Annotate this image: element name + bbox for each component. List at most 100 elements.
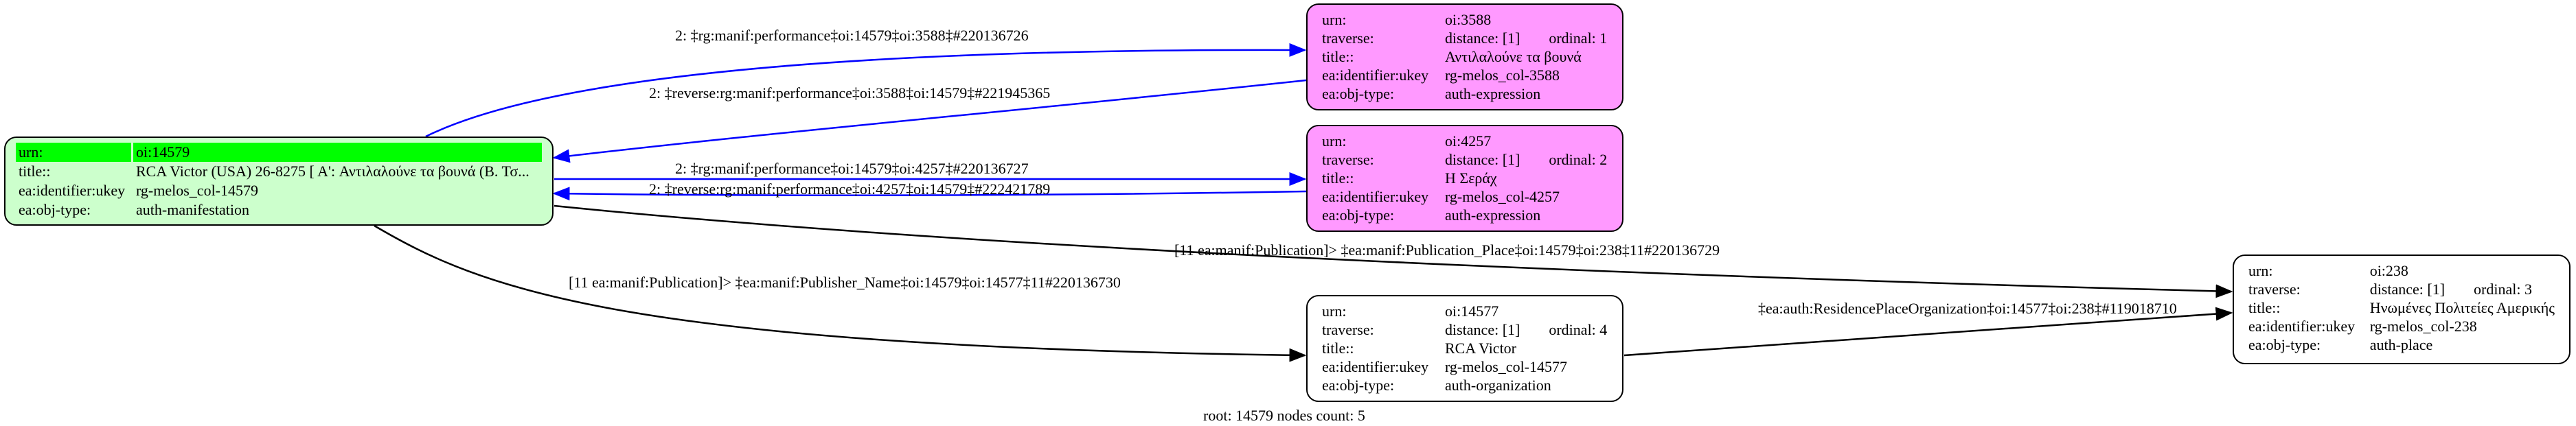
node-row-ukey: ea:identifier:ukey rg-melos_col-14577: [1319, 357, 1610, 376]
key: ea:identifier:ukey: [2248, 317, 2356, 335]
key: title::: [1322, 47, 1354, 65]
edge-label: [11 ea:manif:Publication]> ‡ea:manif:Pub…: [1174, 241, 1720, 259]
node-row-ukey: ea:identifier:ukey rg-melos_col-4257: [1319, 187, 1610, 206]
node-row-traverse: traverse: distance: [1] ordinal: 1: [1319, 29, 1610, 47]
key: traverse:: [2248, 280, 2301, 298]
key: title::: [1322, 339, 1354, 357]
node-row-urn: urn: oi:3588: [1319, 10, 1610, 29]
key: urn:: [2248, 261, 2273, 279]
ordinal: ordinal: 2: [1549, 150, 1608, 168]
value: Ηνωμένες Πολιτείες Αμερικής: [2369, 298, 2555, 316]
node-row-title: title::Η Σεράχ: [1319, 169, 1610, 187]
value: oi:238: [2369, 261, 2408, 279]
node-row-title: title::Αντιλαλούνε τα βουνά: [1319, 47, 1610, 66]
key: ea:obj-type:: [1322, 206, 1395, 224]
value: rg-melos_col-14577: [1445, 357, 1568, 375]
node-14579[interactable]: urn:oi:14579 title::RCA Victor (USA) 26-…: [4, 137, 554, 226]
distance: distance: [1]: [1445, 29, 1520, 47]
key: ea:identifier:ukey: [1322, 357, 1429, 375]
edge-label: 2: ‡reverse:rg:manif:performance‡oi:3588…: [649, 84, 1051, 102]
node-14577[interactable]: urn: oi:14577 traverse: distance: [1] ordina…: [1306, 295, 1623, 402]
distance: distance: [1]: [2369, 280, 2446, 298]
value: distance: [1] ordinal: 1: [1442, 29, 1610, 47]
edge-label: 2: ‡rg:manif:performance‡oi:14579‡oi:358…: [675, 27, 1029, 44]
node-row-type: ea:obj-type: auth-organization: [1319, 376, 1610, 394]
value: rg-melos_col-4257: [1445, 187, 1560, 205]
edge-3588-14579: [552, 79, 1307, 163]
value: RCA Victor (USA) 26-8275 [ A': Αντιλαλού…: [136, 163, 529, 180]
value: auth-expression: [1445, 206, 1541, 224]
node-row-ukey: ea:identifier:ukey rg-melos_col-3588: [1319, 66, 1610, 84]
node-4257[interactable]: urn: oi:4257 traverse: distance: [1] ordinal…: [1306, 125, 1623, 232]
key: urn:: [1322, 132, 1347, 150]
edge-14579-14577: [374, 224, 1307, 362]
ordinal: ordinal: 4: [1549, 320, 1608, 338]
ordinal: ordinal: 1: [1549, 29, 1608, 47]
key: ea:identifier:ukey: [1322, 187, 1429, 205]
value: oi:4257: [1445, 132, 1492, 150]
node-row-type: ea:obj-type: auth-manifestation: [16, 200, 542, 220]
value: auth-expression: [1445, 84, 1541, 102]
value: Αντιλαλούνε τα βουνά: [1445, 47, 1582, 65]
value: Η Σεράχ: [1445, 169, 1497, 187]
value: rg-melos_col-3588: [1445, 66, 1560, 84]
key: ea:obj-type:: [1322, 376, 1395, 394]
key: ea:identifier:ukey: [1322, 66, 1429, 84]
value: distance: [1] ordinal: 4: [1442, 320, 1610, 339]
node-row-title: title::RCA Victor: [1319, 339, 1610, 357]
value: auth-manifestation: [136, 201, 249, 218]
node-row-type: ea:obj-type: auth-expression: [1319, 84, 1610, 103]
node-row-title: title::Ηνωμένες Πολιτείες Αμερικής: [2246, 298, 2557, 317]
edge-4257-14579: [552, 187, 1307, 201]
key: urn:: [1322, 10, 1347, 28]
key: traverse:: [1322, 29, 1374, 47]
node-row-traverse: traverse: distance: [1] ordinal: 4: [1319, 320, 1610, 339]
node-row-urn: urn: oi:238: [2246, 261, 2557, 280]
value: auth-place: [2369, 335, 2433, 353]
node-row-ukey: ea:identifier:ukey rg-melos_col-238: [2246, 317, 2557, 335]
node-row-ukey: ea:identifier:ukey rg-melos_col-14579: [16, 181, 542, 200]
key: traverse:: [1322, 320, 1374, 338]
node-row-urn: urn:oi:14579: [16, 143, 542, 162]
key: urn:: [16, 143, 131, 162]
edge-label: 2: ‡reverse:rg:manif:performance‡oi:4257…: [649, 180, 1051, 198]
node-row-type: ea:obj-type: auth-place: [2246, 335, 2557, 354]
key: ea:obj-type:: [2248, 335, 2321, 353]
distance: distance: [1]: [1445, 320, 1520, 338]
value: oi:14579: [133, 143, 542, 162]
edge-14579-3588: [425, 43, 1307, 138]
footer-status: root: 14579 nodes count: 5: [1203, 407, 1365, 424]
value: rg-melos_col-14579: [136, 182, 259, 199]
node-row-urn: urn: oi:4257: [1319, 132, 1610, 150]
value: RCA Victor: [1445, 339, 1517, 357]
node-238[interactable]: urn: oi:238 traverse: distance: [1] ordinal:…: [2233, 255, 2571, 364]
value: oi:3588: [1445, 10, 1492, 28]
node-row-traverse: traverse: distance: [1] ordinal: 2: [1319, 150, 1610, 169]
distance: distance: [1]: [1445, 150, 1520, 168]
node-3588[interactable]: urn: oi:3588 traverse: distance: [1] ordinal…: [1306, 3, 1623, 110]
value: distance: [1] ordinal: 3: [2367, 280, 2557, 298]
node-row-traverse: traverse: distance: [1] ordinal: 3: [2246, 280, 2557, 298]
node-row-urn: urn: oi:14577: [1319, 302, 1610, 320]
key: ea:identifier:ukey: [19, 182, 126, 199]
value: distance: [1] ordinal: 2: [1442, 150, 1610, 169]
edge-label: 2: ‡rg:manif:performance‡oi:14579‡oi:425…: [675, 160, 1029, 177]
edge-label: [11 ea:manif:Publication]> ‡ea:manif:Pub…: [569, 274, 1121, 291]
value: oi:14577: [1445, 302, 1499, 320]
edge-14579-238: [554, 204, 2233, 298]
ordinal: ordinal: 3: [2474, 280, 2532, 298]
key: urn:: [1322, 302, 1347, 320]
key: traverse:: [1322, 150, 1374, 168]
key: title::: [19, 163, 51, 180]
key: title::: [2248, 298, 2281, 316]
key: ea:obj-type:: [19, 201, 91, 218]
key: title::: [1322, 169, 1354, 187]
key: ea:obj-type:: [1322, 84, 1395, 102]
edge-14577-238: [1623, 307, 2233, 357]
value: rg-melos_col-238: [2369, 317, 2477, 335]
value: auth-organization: [1445, 376, 1551, 394]
node-row-title: title::RCA Victor (USA) 26-8275 [ A': Αν…: [16, 162, 542, 181]
node-row-type: ea:obj-type: auth-expression: [1319, 206, 1610, 224]
